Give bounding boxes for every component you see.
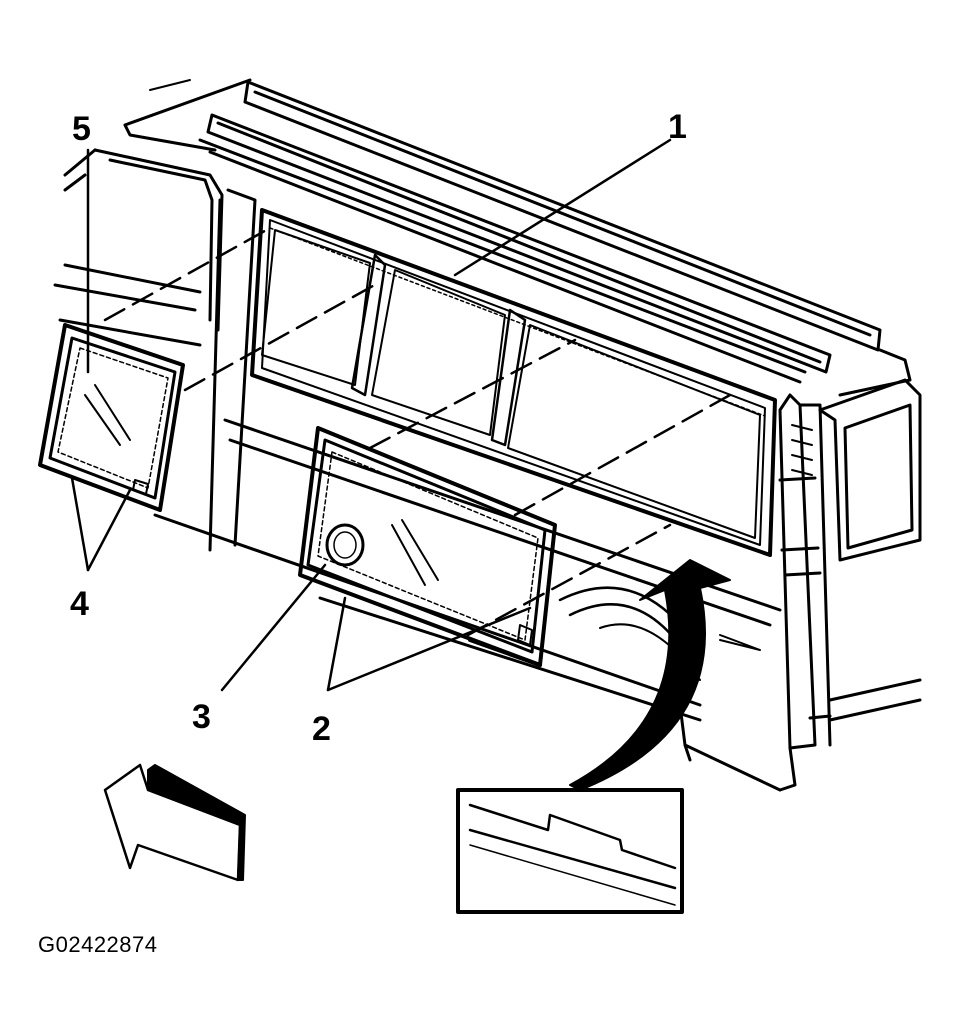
callout-1: 1 <box>668 108 687 146</box>
window-glass-left <box>38 323 185 512</box>
detail-inset <box>456 788 684 914</box>
van-body <box>53 148 922 792</box>
forward-arrow <box>103 763 246 882</box>
callout-5: 5 <box>72 110 91 148</box>
window-glass-center <box>298 426 557 667</box>
callout-4: 4 <box>70 585 89 623</box>
detail-arrow <box>569 559 731 791</box>
callout-3: 3 <box>192 698 211 736</box>
window-openings <box>250 208 777 557</box>
roof <box>123 78 912 397</box>
alignment-lines <box>103 226 732 637</box>
leader-lines <box>70 138 672 692</box>
figure-id: G02422874 <box>38 932 158 957</box>
callout-2: 2 <box>312 710 331 748</box>
